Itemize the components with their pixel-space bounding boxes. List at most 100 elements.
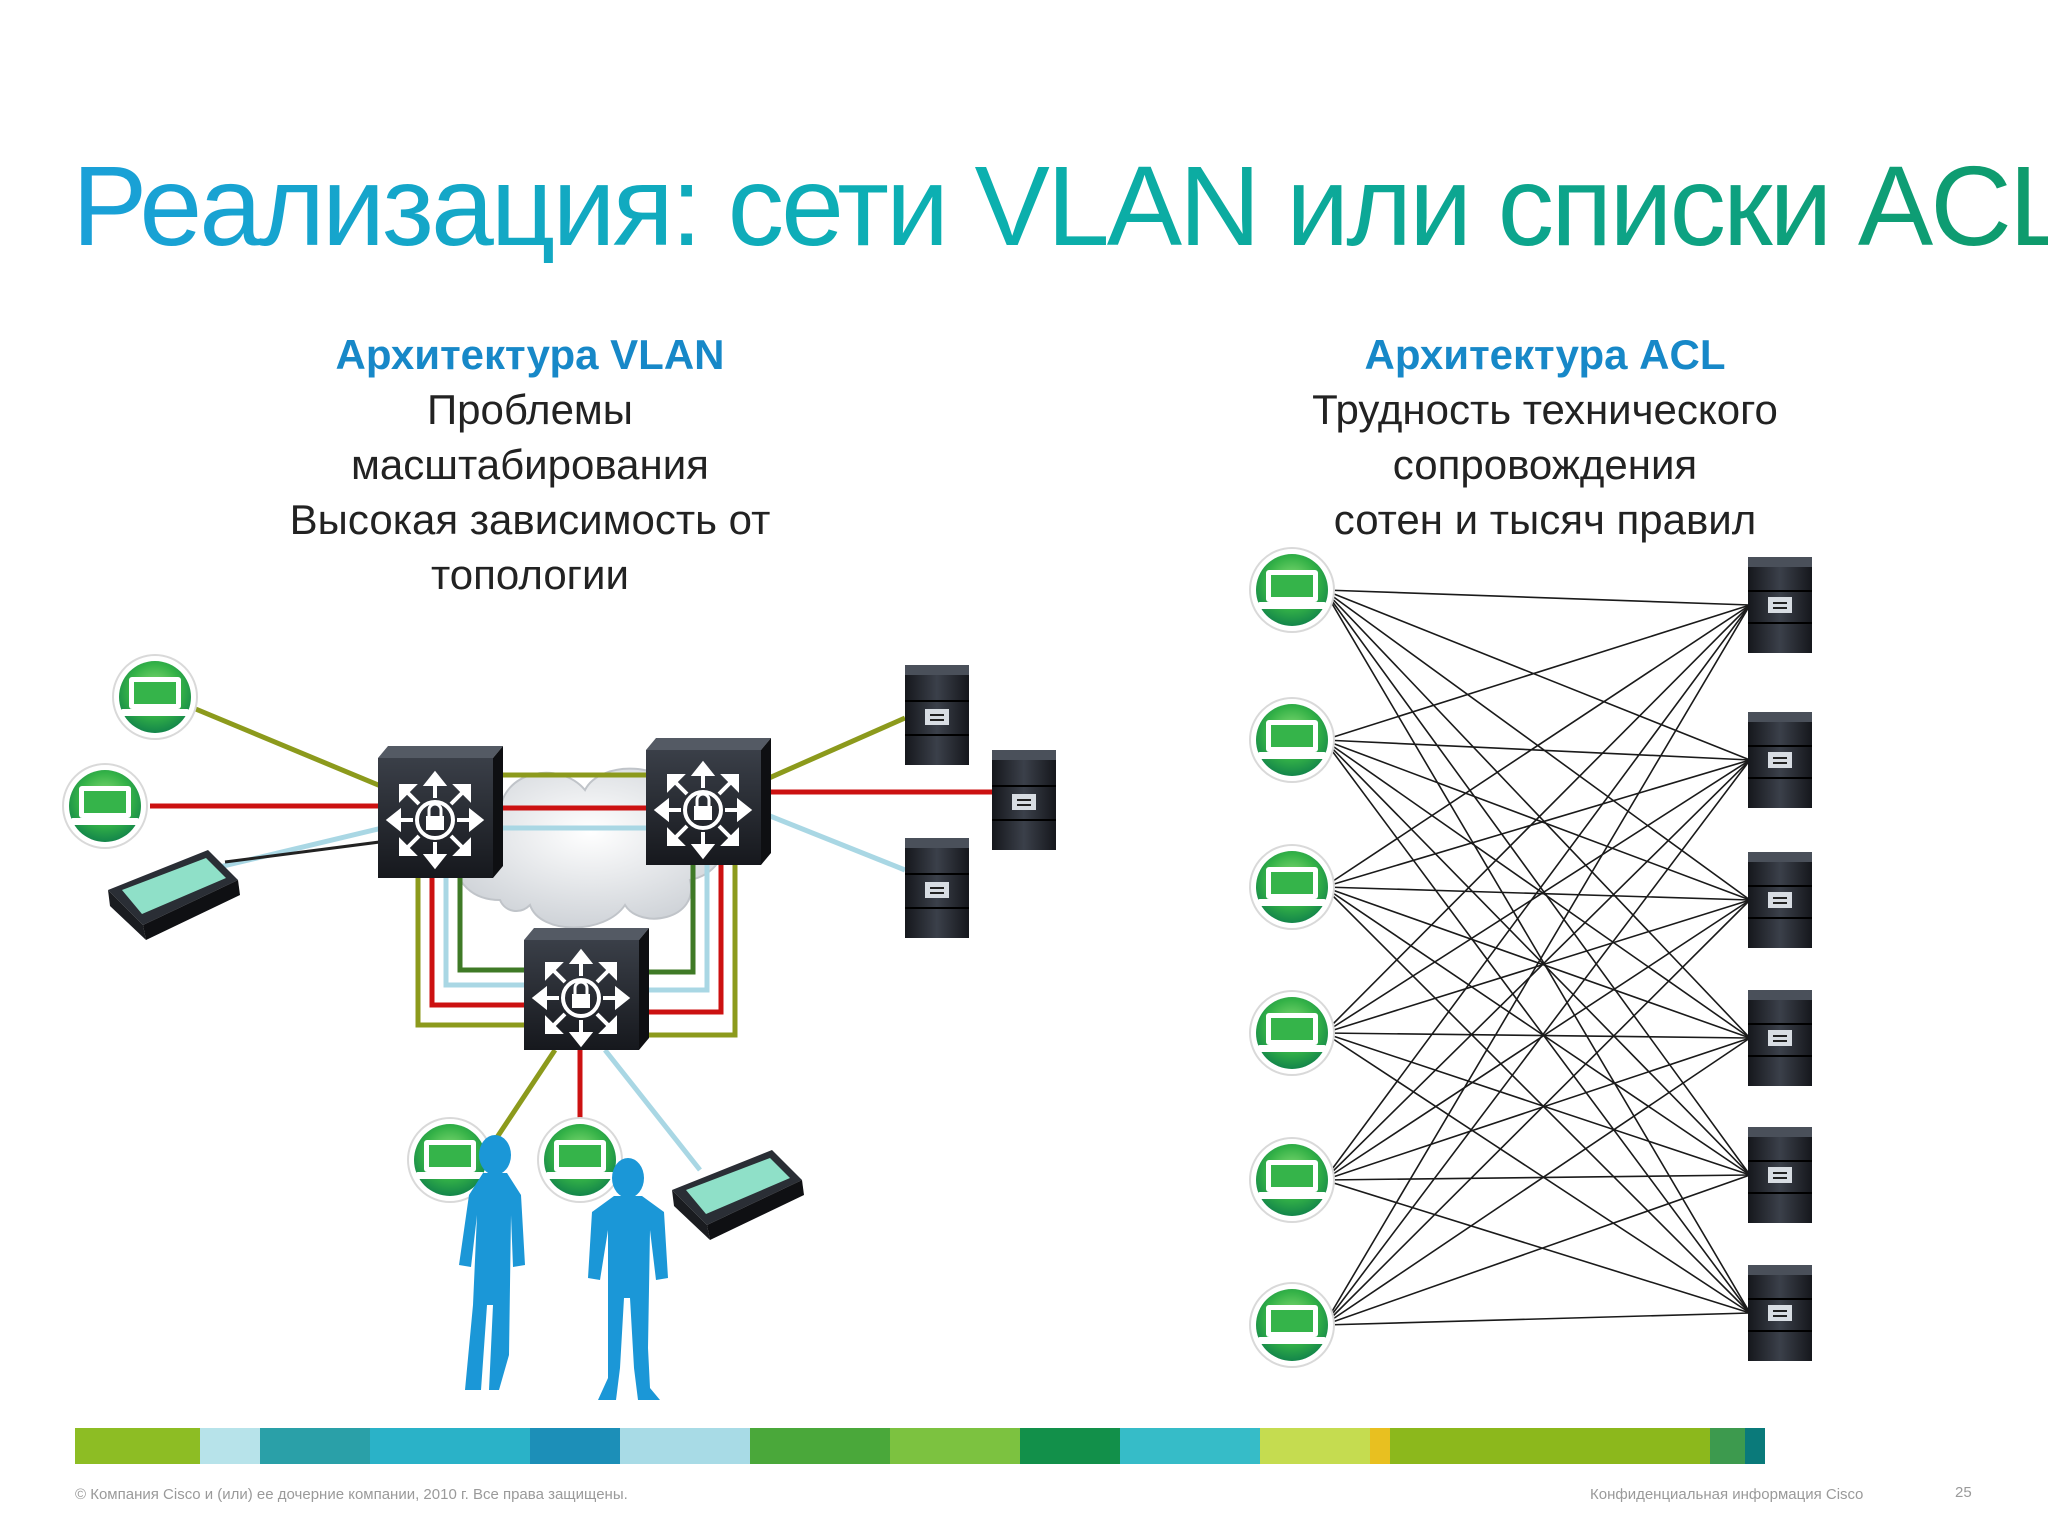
copyright-text: © Компания Cisco и (или) ее дочерние ком… bbox=[75, 1486, 628, 1503]
scanner-icon bbox=[672, 1150, 804, 1240]
acl-rule-link bbox=[1323, 899, 1751, 1181]
footer-bar-segment bbox=[1020, 1428, 1120, 1464]
footer-bar-segment bbox=[1745, 1428, 1765, 1464]
confidential-text: Конфиденциальная информация Cisco bbox=[1590, 1486, 1864, 1503]
link-lightblue bbox=[603, 1048, 702, 1172]
server-icon bbox=[1748, 557, 1812, 653]
laptop-icon bbox=[1249, 990, 1335, 1076]
acl-rule-link bbox=[1323, 886, 1751, 1176]
laptop-icon bbox=[62, 763, 148, 849]
acl-rule-link bbox=[1323, 1312, 1751, 1326]
server-icon bbox=[905, 665, 969, 765]
laptop-icon bbox=[407, 1117, 493, 1203]
acl-rule-link bbox=[1323, 589, 1751, 761]
acl-rule-link bbox=[1323, 604, 1751, 888]
person-icon bbox=[588, 1158, 668, 1400]
footer-bar-segment bbox=[75, 1428, 200, 1464]
footer-bar-segment bbox=[260, 1428, 370, 1464]
footer-bar-segment bbox=[1710, 1428, 1745, 1464]
acl-line: сопровождения bbox=[1392, 441, 1698, 488]
acl-mesh bbox=[1323, 589, 1751, 1326]
acl-rule-link bbox=[1323, 1032, 1751, 1176]
link-red bbox=[636, 862, 724, 1015]
acl-rule-link bbox=[1323, 739, 1751, 1039]
acl-rule-link bbox=[1323, 739, 1751, 761]
acl-rule-link bbox=[1323, 604, 1751, 1326]
footer-bar-segment bbox=[890, 1428, 1020, 1464]
acl-rule-link bbox=[1323, 759, 1751, 888]
acl-rule-link bbox=[1323, 759, 1751, 1034]
footer-bar-segment bbox=[620, 1428, 750, 1464]
footer-bar-segment bbox=[1260, 1428, 1370, 1464]
acl-rule-link bbox=[1323, 739, 1751, 1314]
person-icon bbox=[459, 1135, 525, 1390]
footer-bar-segment bbox=[1370, 1428, 1390, 1464]
laptop-icon bbox=[112, 654, 198, 740]
acl-rule-link bbox=[1323, 739, 1751, 1176]
acl-rule-link bbox=[1323, 886, 1751, 1039]
acl-rule-link bbox=[1323, 589, 1751, 1039]
acl-rule-link bbox=[1323, 1174, 1751, 1326]
link-lightblue bbox=[443, 875, 528, 988]
acl-rule-link bbox=[1323, 604, 1751, 1034]
server-icon bbox=[1748, 990, 1812, 1086]
footer-bar-segment bbox=[1120, 1428, 1260, 1464]
link-lightblue bbox=[214, 822, 396, 871]
link-red bbox=[429, 875, 528, 1008]
acl-rule-link bbox=[1323, 589, 1751, 901]
link-black bbox=[224, 838, 396, 864]
footer-bar-segment bbox=[370, 1428, 530, 1464]
laptop-icon bbox=[1249, 547, 1335, 633]
link-lightblue bbox=[759, 809, 906, 873]
vlan-line: Проблемы bbox=[426, 386, 633, 433]
link-olive bbox=[758, 715, 907, 785]
laptop-icon bbox=[1249, 844, 1335, 930]
security-switch-icon bbox=[646, 738, 771, 865]
server-icon bbox=[1748, 712, 1812, 808]
acl-caption: Архитектура ACL Трудность технического с… bbox=[1240, 327, 1850, 547]
acl-rule-link bbox=[1323, 886, 1751, 1314]
security-switch-icon bbox=[378, 746, 503, 878]
laptop-icon bbox=[1249, 697, 1335, 783]
acl-line: сотен и тысяч правил bbox=[1333, 496, 1757, 543]
acl-rule-link bbox=[1323, 589, 1751, 1314]
laptop-icon bbox=[1249, 1137, 1335, 1223]
laptop-icon bbox=[537, 1117, 623, 1203]
acl-rule-link bbox=[1323, 1179, 1751, 1314]
server-icon bbox=[992, 750, 1056, 850]
acl-rule-link bbox=[1323, 589, 1751, 606]
acl-rule-link bbox=[1323, 604, 1751, 1181]
page-number: 25 bbox=[1955, 1484, 1972, 1501]
server-icon bbox=[1748, 1265, 1812, 1361]
acl-rule-link bbox=[1323, 1037, 1751, 1181]
vlan-line: топологии bbox=[431, 551, 629, 598]
acl-rule-link bbox=[1323, 1174, 1751, 1181]
vlan-heading: Архитектура VLAN bbox=[335, 331, 725, 378]
server-icon bbox=[1748, 852, 1812, 948]
footer-bar-segment bbox=[1390, 1428, 1710, 1464]
link-darkgreen bbox=[457, 875, 528, 973]
security-switch-icon bbox=[524, 928, 649, 1050]
link-olive bbox=[415, 875, 528, 1028]
acl-rule-link bbox=[1323, 1032, 1751, 1039]
acl-rule-link bbox=[1323, 1037, 1751, 1326]
footer-bar-segment bbox=[530, 1428, 620, 1464]
laptop-icon bbox=[1249, 1282, 1335, 1368]
vlan-line: масштабирования bbox=[351, 441, 709, 488]
acl-heading: Архитектура ACL bbox=[1364, 331, 1726, 378]
acl-line: Трудность технического bbox=[1312, 386, 1778, 433]
acl-rule-link bbox=[1323, 759, 1751, 1181]
vlan-line: Высокая зависимость от bbox=[289, 496, 771, 543]
link-olive bbox=[636, 862, 738, 1038]
slide-title: Реализация: сети VLAN или списки ACL bbox=[72, 150, 2048, 263]
link-darkgreen bbox=[636, 862, 696, 975]
acl-rule-link bbox=[1323, 589, 1751, 1176]
acl-rule-link bbox=[1323, 899, 1751, 1326]
footer-color-bar bbox=[75, 1428, 1973, 1464]
acl-rule-link bbox=[1323, 759, 1751, 1326]
footer-bar-segment bbox=[750, 1428, 890, 1464]
scanner-icon bbox=[108, 850, 240, 940]
acl-rule-link bbox=[1323, 1032, 1751, 1314]
server-icon bbox=[905, 838, 969, 938]
